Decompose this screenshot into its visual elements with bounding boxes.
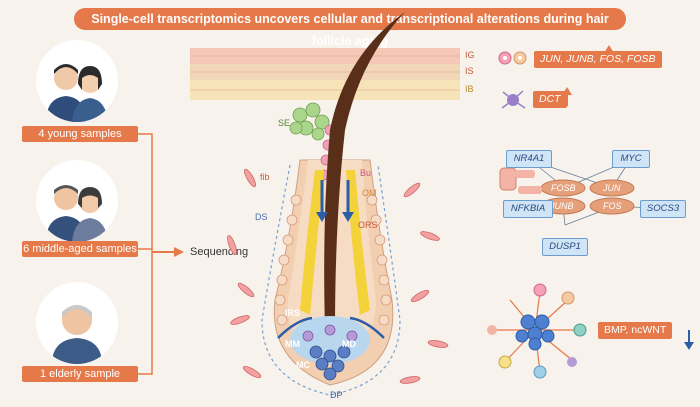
layer-label-ig: IG (465, 50, 475, 60)
core-junb: JUNB (550, 201, 574, 211)
label-ds: DS (255, 212, 268, 222)
label-dp: DP (330, 390, 343, 400)
gene-nr4a1: NR4A1 (506, 150, 552, 168)
label-bu: Bu (360, 168, 372, 178)
label-ors: ORS (358, 220, 378, 230)
gene-dusp1: DUSP1 (542, 238, 588, 256)
label-md: MD (342, 339, 356, 349)
middle-aged-couple-avatar (36, 160, 118, 242)
gene-socs3: SOCS3 (640, 200, 686, 218)
figure-title: Single-cell transcriptomics uncovers cel… (74, 8, 626, 48)
elderly-avatar (36, 282, 118, 364)
label-se: SE (278, 118, 291, 128)
middle-aged-samples-label: 6 middle-aged samples (22, 241, 138, 257)
elderly-person-icon (52, 305, 102, 364)
marker-top-label: JUN, JUNB, FOS, FOSB (534, 51, 662, 68)
young-samples-label: 4 young samples (22, 126, 138, 142)
marker-bottom-label: BMP, ncWNT (598, 322, 673, 339)
elderly-sample-label: 1 elderly sample (22, 366, 138, 382)
marker-dct-label: DCT (533, 91, 567, 108)
gene-nfkbia: NFKBIA (503, 200, 553, 218)
layer-label-ib: IB (465, 84, 474, 94)
label-om: OM (362, 188, 377, 198)
core-fosb: FOSB (551, 183, 576, 193)
middle-aged-couple-icon (46, 185, 108, 242)
label-irs: IRS (285, 308, 301, 318)
core-fos: FOS (603, 201, 622, 211)
label-fib: fib (260, 172, 270, 182)
layer-label-is: IS (465, 66, 474, 76)
young-couple-icon (46, 64, 108, 122)
label-mm: MM (285, 339, 300, 349)
gene-myc: MYC (612, 150, 650, 168)
core-jun: JUN (603, 183, 621, 193)
young-couple-avatar (36, 40, 118, 122)
label-mc: MC (296, 360, 310, 370)
